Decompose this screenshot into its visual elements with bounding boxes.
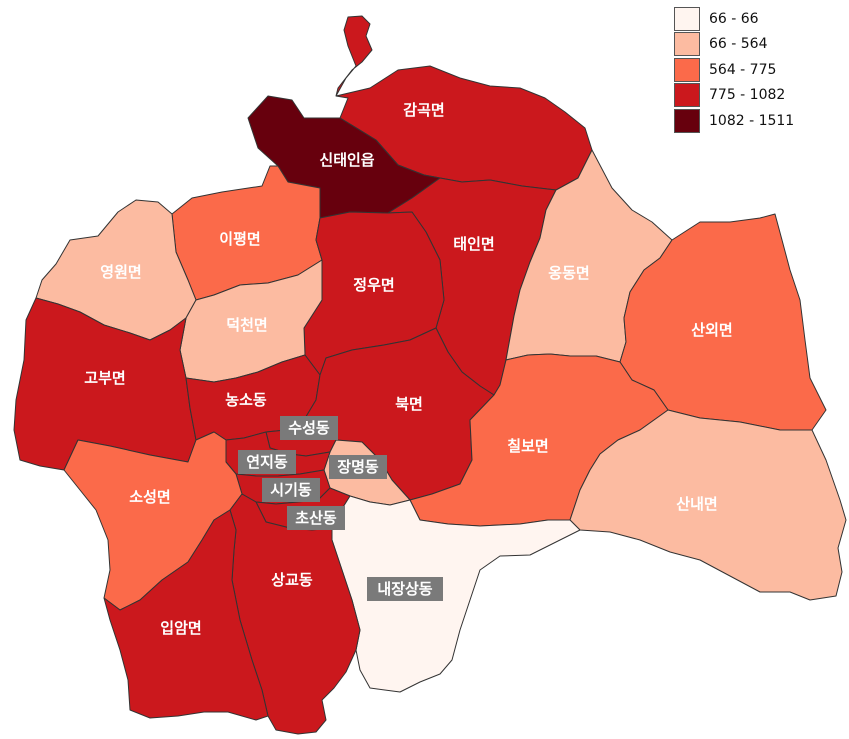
legend-swatch xyxy=(674,6,700,31)
label-sigi: 시기동 xyxy=(270,481,312,499)
legend-item[interactable]: 1082 - 1511 xyxy=(674,108,824,134)
label-ipyeong: 이평면 xyxy=(219,230,260,248)
label-box-suseong xyxy=(280,416,338,440)
label-soseong: 소성면 xyxy=(129,488,170,506)
label-iam: 입암면 xyxy=(160,619,201,637)
label-deokcheon: 덕천면 xyxy=(226,316,267,334)
region-gamgok[interactable] xyxy=(335,15,593,191)
legend-swatch xyxy=(674,57,700,82)
label-gobu: 고부면 xyxy=(84,369,125,387)
legend-label: 1082 - 1511 xyxy=(709,112,795,129)
legend-item[interactable]: 775 - 1082 xyxy=(674,83,824,109)
label-jangmyeong: 장명동 xyxy=(337,458,379,476)
label-sintaein: 신태인읍 xyxy=(319,151,374,169)
label-suseong: 수성동 xyxy=(288,419,330,437)
label-box-yeonji xyxy=(238,450,296,474)
legend: 66 - 66 66 - 564 564 - 775 775 - 1082 10… xyxy=(674,6,824,134)
label-chosan: 초산동 xyxy=(295,509,337,527)
label-sanggyo: 상교동 xyxy=(271,571,313,589)
label-box-jangmyeong xyxy=(329,455,387,479)
label-gamgok: 감곡면 xyxy=(403,101,444,119)
legend-item[interactable]: 66 - 564 xyxy=(674,32,824,58)
label-taein: 태인면 xyxy=(453,235,494,253)
legend-swatch xyxy=(674,32,700,57)
legend-label: 66 - 66 xyxy=(709,10,759,27)
label-buk: 북면 xyxy=(395,395,423,413)
label-nongso: 농소동 xyxy=(225,391,267,409)
label-yeongwon: 영원면 xyxy=(100,263,141,281)
legend-swatch xyxy=(674,83,700,108)
label-box-chosan xyxy=(287,506,345,530)
label-box-sigi xyxy=(262,478,320,502)
legend-label: 775 - 1082 xyxy=(709,87,786,104)
legend-swatch xyxy=(674,108,700,133)
region-sannae[interactable] xyxy=(569,409,847,601)
label-yeonji: 연지동 xyxy=(246,453,288,471)
label-ongdong: 옹동면 xyxy=(548,264,589,282)
label-naejangsang: 내장상동 xyxy=(377,580,432,598)
label-sanoe: 산외면 xyxy=(691,321,732,339)
legend-label: 66 - 564 xyxy=(709,36,768,53)
region-iam[interactable] xyxy=(103,509,269,721)
legend-item[interactable]: 66 - 66 xyxy=(674,6,824,32)
label-jeongu: 정우면 xyxy=(353,276,394,294)
label-sannae: 산내면 xyxy=(676,495,717,513)
label-chilbo: 칠보면 xyxy=(507,437,548,455)
label-box-naejangsang xyxy=(367,577,443,601)
legend-label: 564 - 775 xyxy=(709,61,777,78)
legend-item[interactable]: 564 - 775 xyxy=(674,57,824,83)
